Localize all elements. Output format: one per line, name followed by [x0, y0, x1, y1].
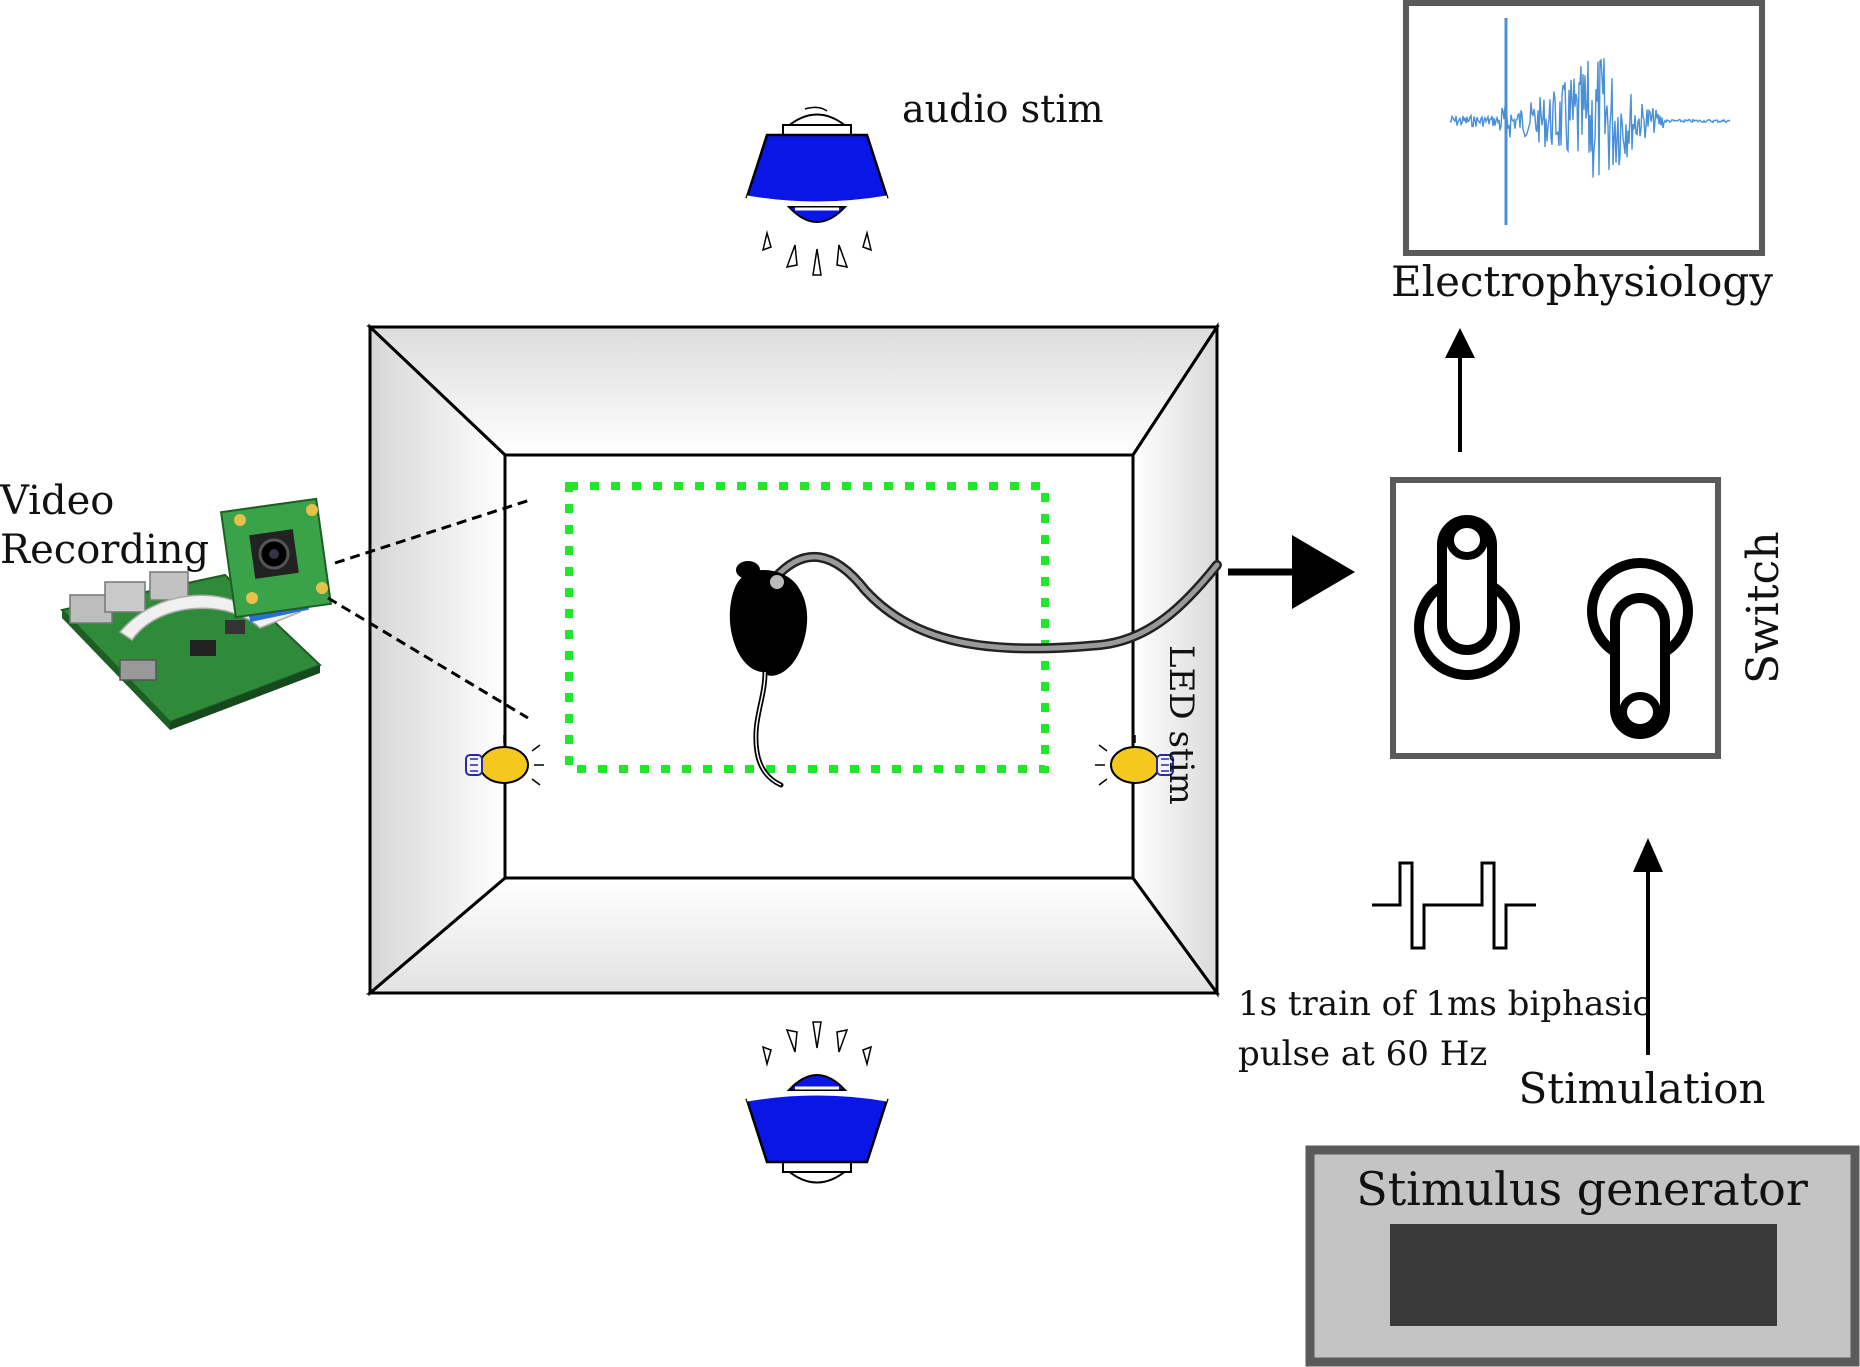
stimulus-generator-screen [1390, 1224, 1777, 1326]
waveform-trace [1449, 18, 1731, 225]
toggle-switch-icon [1414, 515, 1520, 680]
led-bulb-icon [1095, 735, 1174, 786]
electrophysiology-label: Electrophysiology [1391, 257, 1773, 306]
arrow-to-electrophysiology [1445, 328, 1475, 452]
stimulation-label: Stimulation [1518, 1064, 1765, 1113]
speaker-bottom [745, 1021, 889, 1184]
arena-box [365, 321, 1220, 998]
arena-floor [503, 453, 1135, 880]
speaker-top [745, 106, 889, 276]
led-stim-label: LED stim [1161, 645, 1201, 805]
raspberry-pi-camera-icon [60, 497, 333, 730]
pulse-label-line1: 1s train of 1ms biphasic [1238, 984, 1652, 1024]
switch-label: Switch [1738, 531, 1789, 684]
camera-view-line-lower [327, 596, 529, 720]
camera-view-line-upper [334, 498, 531, 565]
stimulus-generator-label: Stimulus generator [1356, 1162, 1808, 1216]
video-label-line1: Video [0, 478, 114, 524]
electrophysiology-display [1403, 0, 1765, 256]
toggle-switch-icon-flipped [1587, 558, 1693, 739]
video-label-line2: Recording [0, 527, 209, 573]
led-bulb-icon [465, 735, 544, 786]
led-left [465, 735, 544, 786]
audio-stim-label: audio stim [902, 87, 1104, 131]
arena-wall-top [366, 325, 1220, 457]
tracking-region [565, 482, 1049, 773]
arrow-to-switch [1228, 535, 1355, 609]
speaker-icon [745, 106, 889, 276]
arena-wall-bottom [365, 876, 1220, 995]
led-right [1095, 735, 1174, 786]
pulse-label-line2: pulse at 60 Hz [1238, 1034, 1487, 1074]
biphasic-pulse-icon [1372, 861, 1536, 950]
arrow-stimulation-to-switch [1633, 838, 1663, 1055]
mouse-icon [729, 561, 808, 788]
tether-cable [770, 551, 1222, 654]
speaker-icon [745, 1021, 889, 1184]
